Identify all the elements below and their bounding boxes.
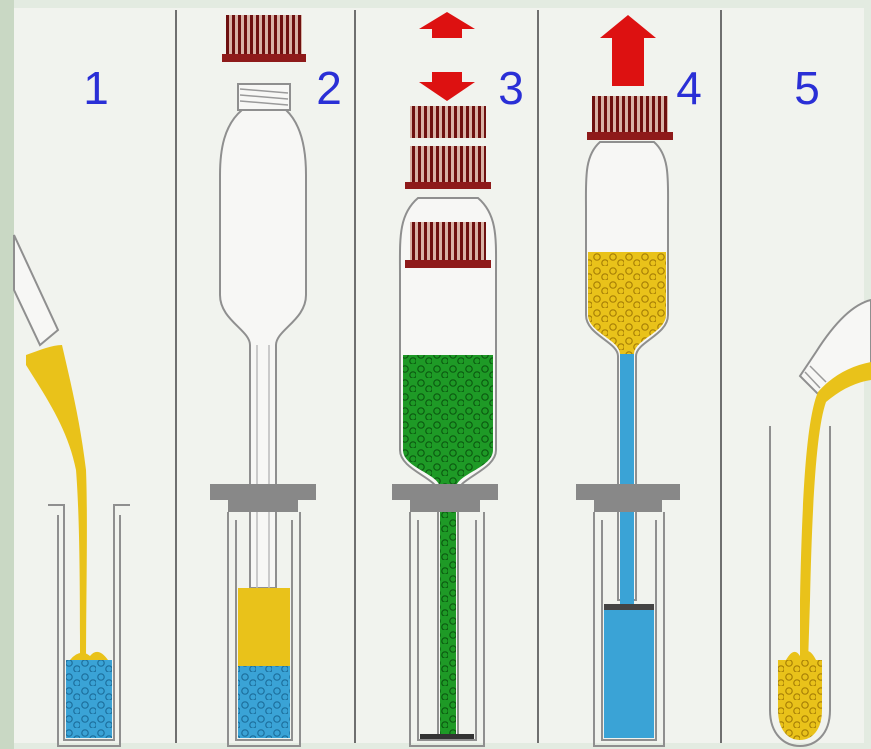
yellow-layer (238, 588, 290, 666)
cap-icon (410, 106, 486, 138)
panel-number-2: 2 (316, 62, 342, 114)
left-edge-shade (0, 0, 14, 749)
green-stream (440, 488, 456, 734)
cap-icon (226, 15, 302, 59)
panel-number-1: 1 (83, 62, 109, 114)
cap-icon (410, 222, 486, 262)
yellow-beads (778, 660, 822, 740)
blue-beads (238, 666, 290, 738)
cap-icon (410, 146, 486, 182)
panel-number-4: 4 (676, 62, 702, 114)
blue-beads (66, 660, 112, 738)
blue-eluate (604, 610, 654, 738)
blue-stream (620, 354, 634, 608)
cap-rim (222, 54, 306, 62)
panel-number-3: 3 (498, 62, 524, 114)
panel-number-5: 5 (794, 62, 820, 114)
cap-icon (592, 96, 668, 132)
